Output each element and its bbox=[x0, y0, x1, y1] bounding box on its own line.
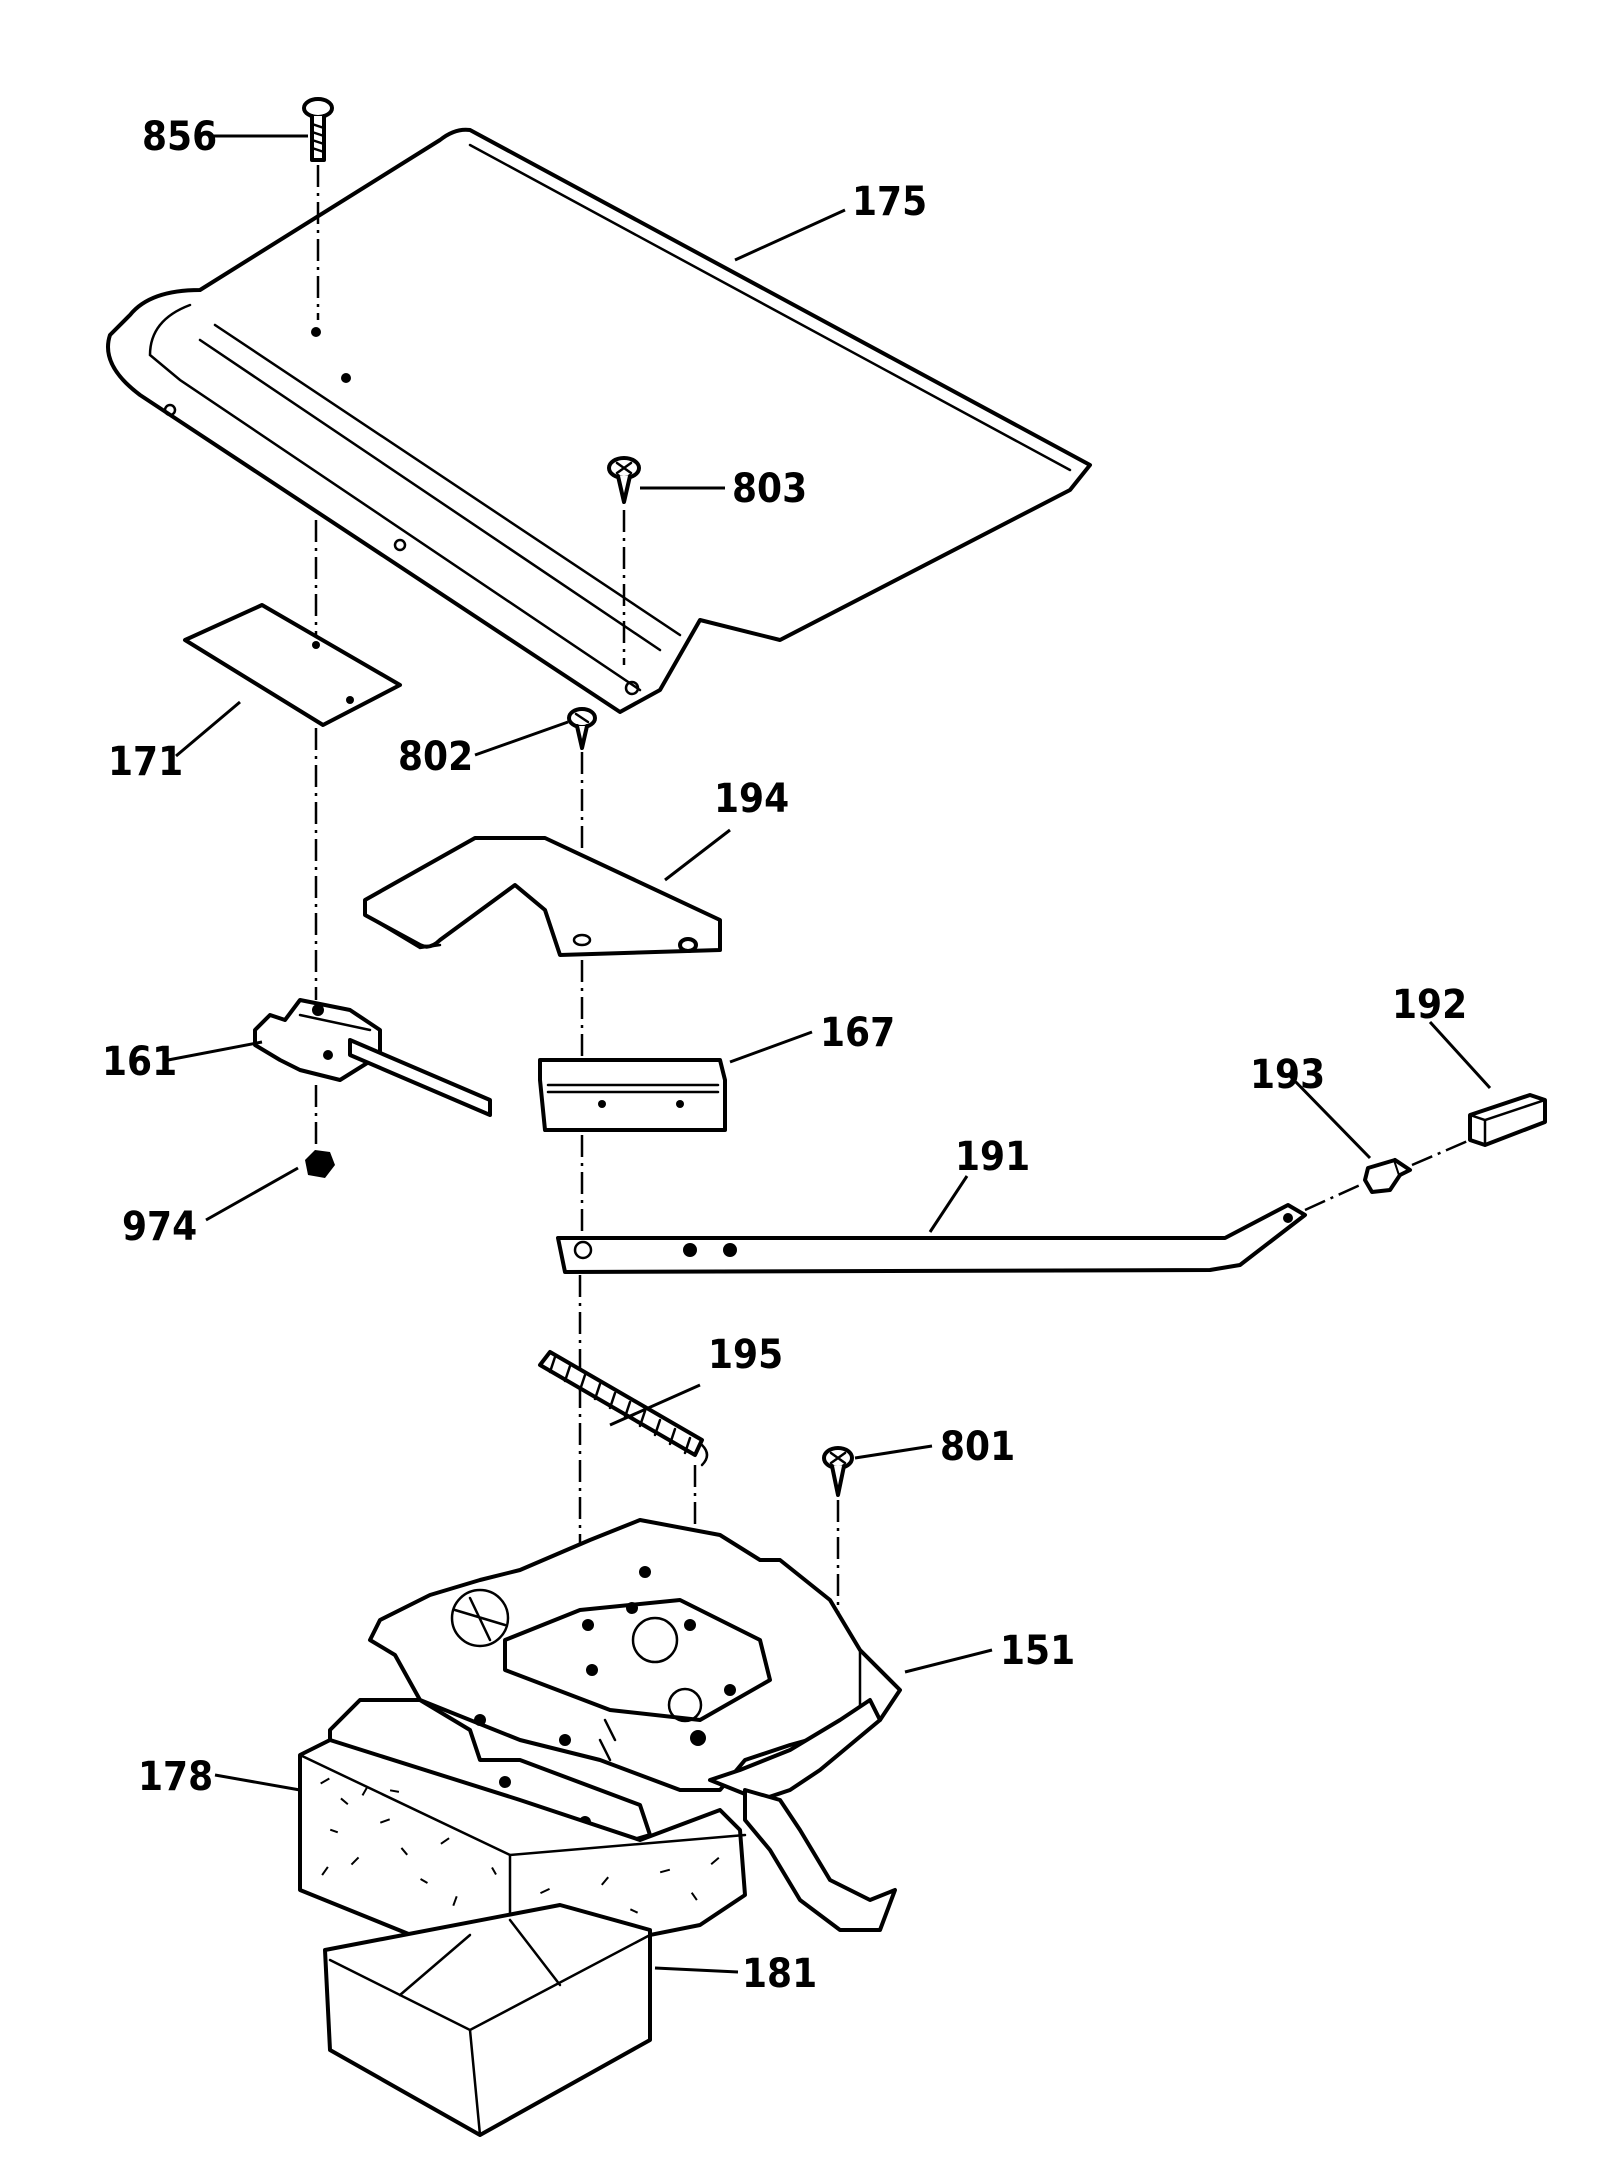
part-167-block bbox=[538, 1058, 727, 1132]
callout-803: 803 bbox=[732, 466, 807, 512]
part-974-nut bbox=[305, 1150, 335, 1178]
part-193-clip bbox=[1363, 1158, 1412, 1194]
part-181-pad bbox=[323, 1903, 652, 2137]
part-194-bracket bbox=[363, 836, 722, 957]
callout-161: 161 bbox=[102, 1039, 177, 1085]
part-195-spring bbox=[538, 1350, 709, 1467]
axis-193-to-192 bbox=[1411, 1138, 1471, 1167]
part-192-cap bbox=[1468, 1093, 1547, 1147]
callout-labels: 856 175 803 171 802 194 161 167 192 193 … bbox=[102, 114, 1467, 1997]
callout-801: 801 bbox=[940, 1424, 1015, 1470]
callout-195: 195 bbox=[708, 1332, 783, 1378]
callout-194: 194 bbox=[714, 776, 789, 822]
callout-974: 974 bbox=[122, 1204, 197, 1250]
callout-151: 151 bbox=[1000, 1628, 1075, 1674]
callout-802: 802 bbox=[398, 734, 473, 780]
part-161-switch bbox=[253, 998, 492, 1117]
axis-191-to-193 bbox=[1304, 1183, 1361, 1212]
callout-856: 856 bbox=[142, 114, 217, 160]
part-801-screw bbox=[822, 1446, 854, 1497]
leader-lines bbox=[167, 134, 1492, 1974]
callout-181: 181 bbox=[742, 1951, 817, 1997]
callout-167: 167 bbox=[820, 1010, 895, 1056]
part-171-insulator bbox=[183, 603, 402, 727]
callout-192: 192 bbox=[1392, 982, 1467, 1028]
part-175-cover bbox=[106, 127, 1092, 714]
part-802-screw bbox=[567, 707, 597, 750]
part-856-screw bbox=[302, 97, 334, 162]
part-151-latch-base bbox=[328, 1518, 902, 1932]
part-191-lever bbox=[556, 1203, 1307, 1274]
callout-171: 171 bbox=[108, 739, 183, 785]
callout-191: 191 bbox=[955, 1134, 1030, 1180]
callout-193: 193 bbox=[1250, 1052, 1325, 1098]
callout-175: 175 bbox=[852, 179, 927, 225]
callout-178: 178 bbox=[138, 1754, 213, 1800]
part-803-screw bbox=[607, 456, 641, 504]
